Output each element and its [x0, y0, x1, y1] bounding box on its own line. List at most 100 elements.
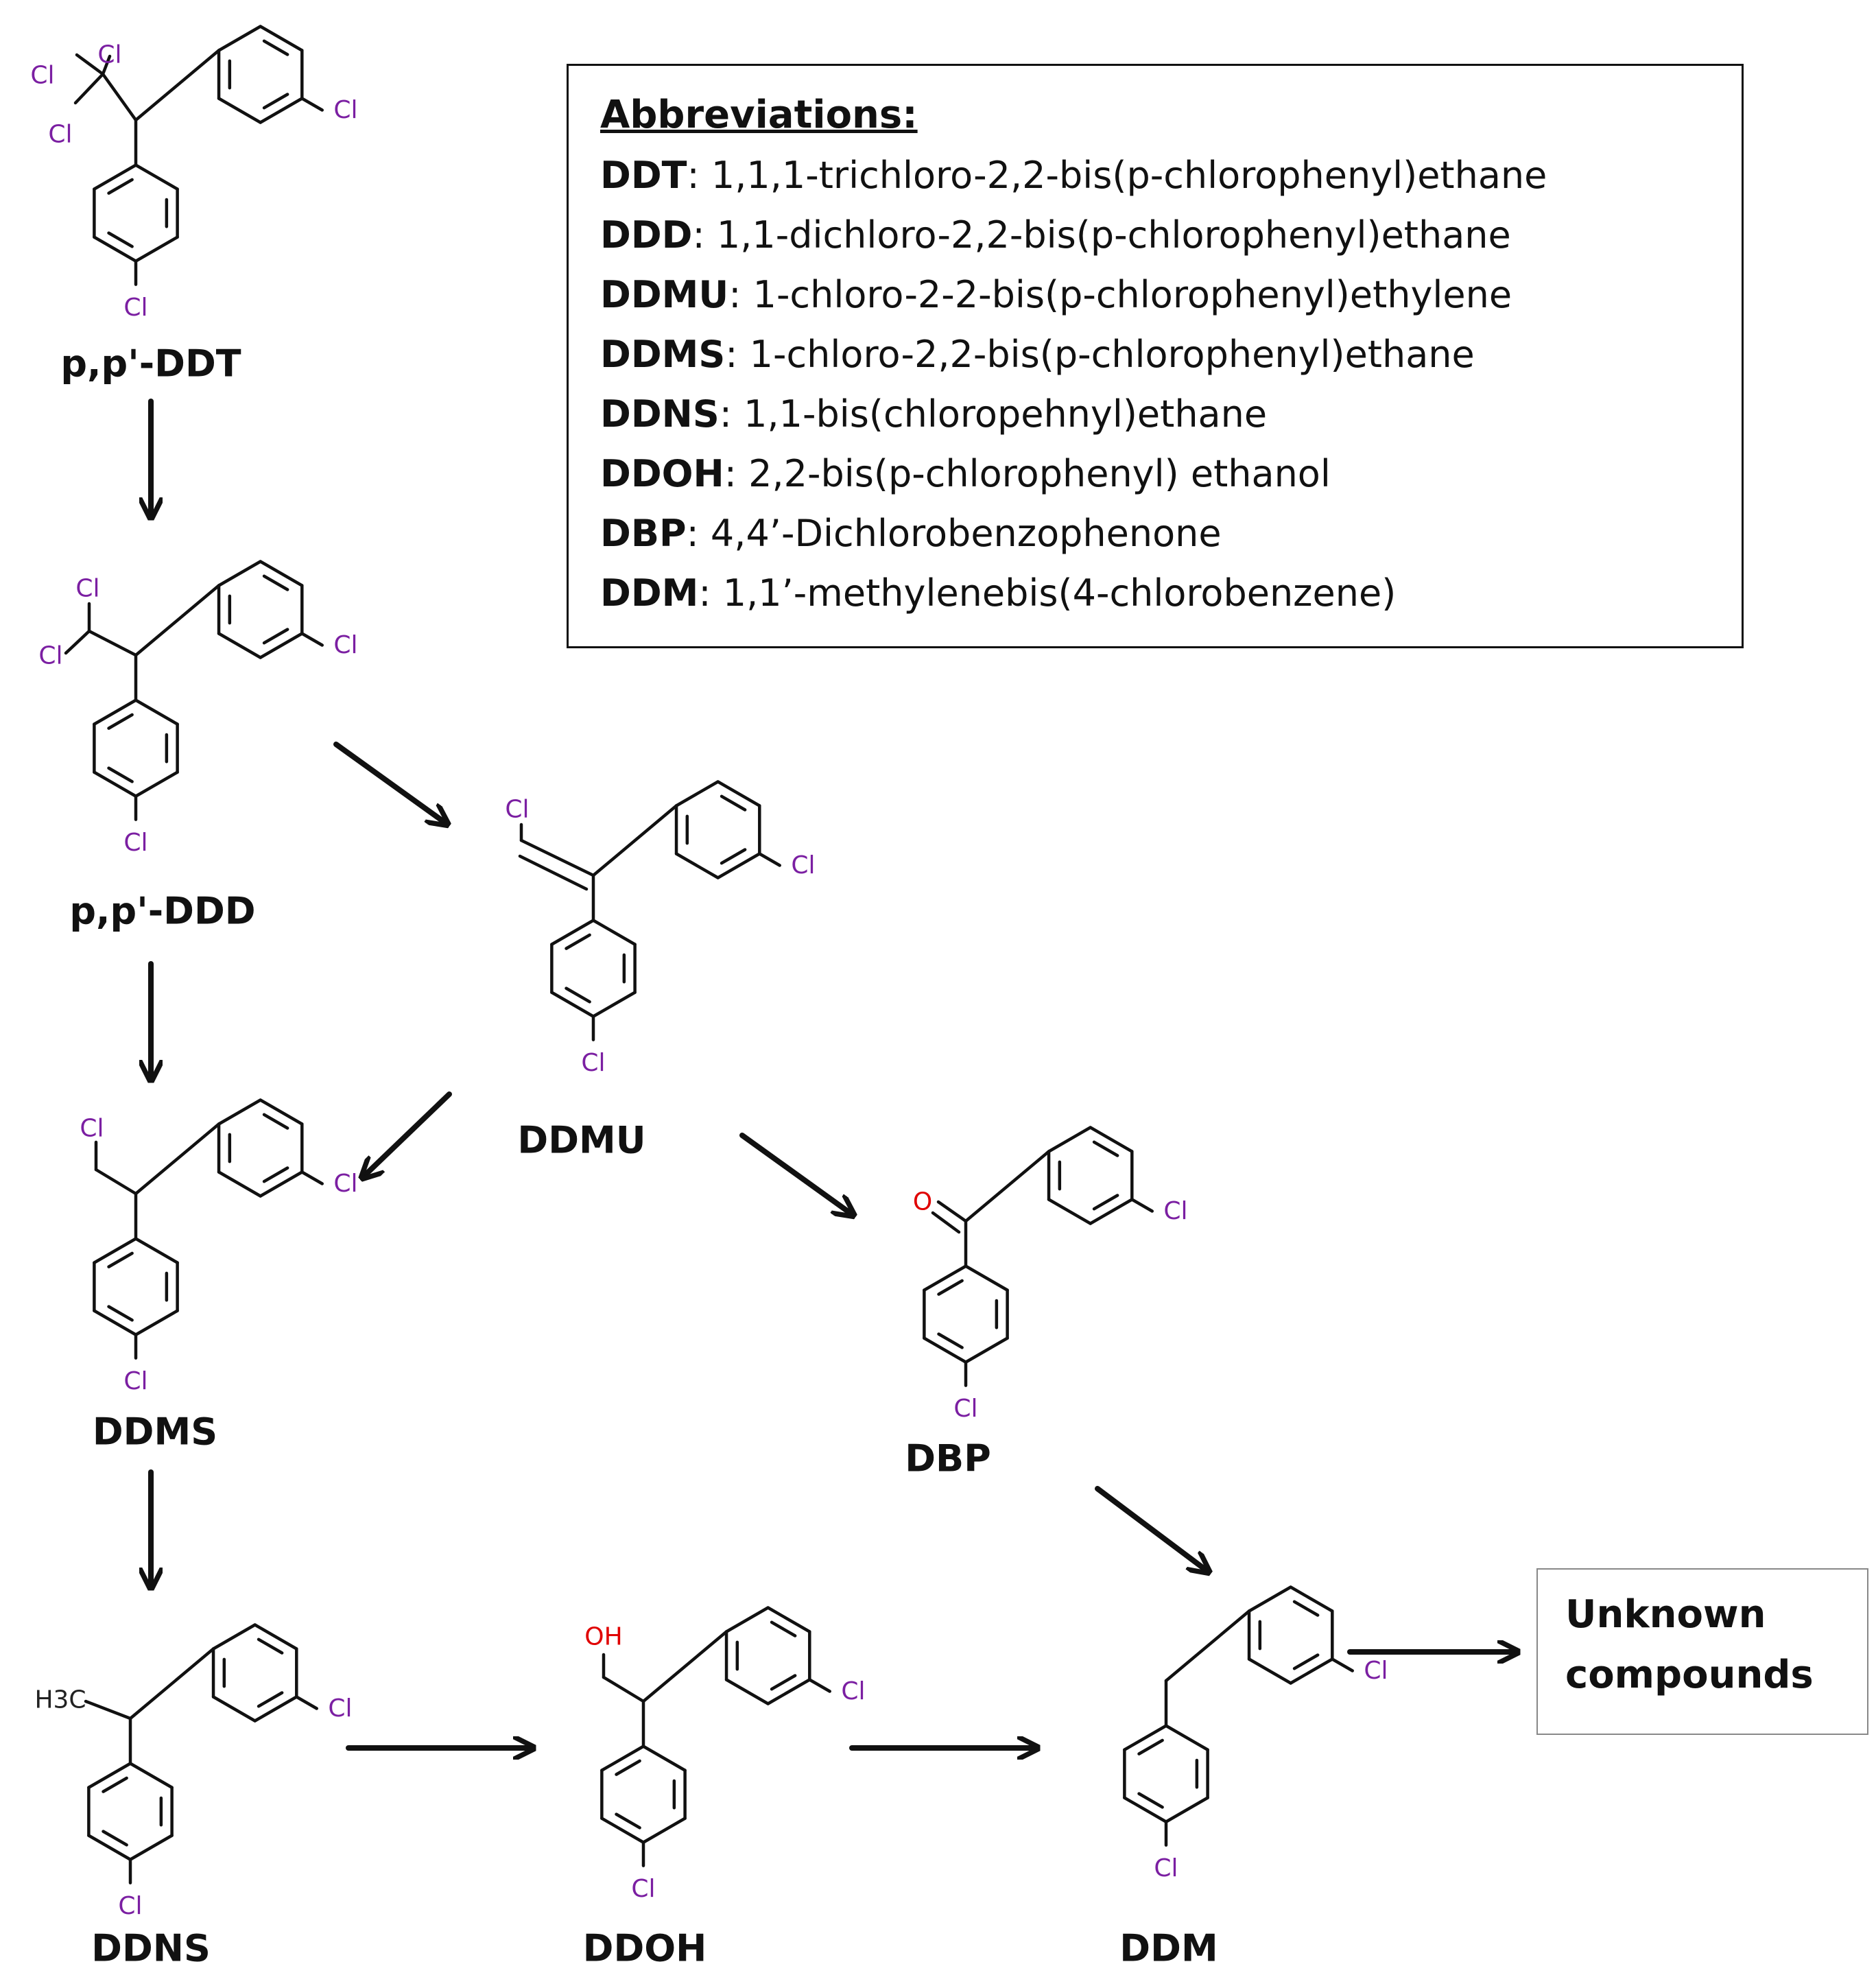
chlorine-atom: Cl	[75, 575, 99, 603]
chlorine-atom: Cl	[1364, 1657, 1388, 1685]
bond-line	[720, 794, 747, 812]
bond-line	[134, 1237, 179, 1264]
bond-line	[93, 698, 138, 726]
abbreviation-key: DDM	[600, 571, 699, 615]
oxygen-atom: O	[913, 1188, 932, 1216]
bond-line	[641, 1630, 728, 1703]
compound-label-ddms: DDMS	[93, 1410, 217, 1454]
unknown-compounds-label: Unknown compounds	[1565, 1592, 1814, 1697]
chlorine-atom: Cl	[118, 1892, 142, 1920]
bond-line	[600, 1817, 645, 1844]
chlorine-atom: Cl	[505, 796, 529, 824]
bond-line	[1047, 1198, 1092, 1225]
abbreviation-text: 1,1,1-trichloro-2,2-bis(p-chlorophenyl)e…	[711, 154, 1547, 197]
bond-line	[102, 1776, 128, 1793]
bond-line	[134, 235, 179, 263]
bond-line	[937, 1279, 964, 1296]
bond-line	[758, 852, 781, 867]
bond-line	[107, 713, 134, 730]
bond-line	[600, 1745, 645, 1772]
reaction-arrow	[739, 1133, 852, 1214]
bond-line	[641, 1745, 687, 1772]
chlorine-atom: Cl	[333, 631, 357, 659]
compound-label-ddm: DDM	[1119, 1927, 1218, 1970]
bond-line	[1123, 1724, 1168, 1751]
bond-line	[134, 163, 179, 191]
bond-line	[724, 1606, 770, 1633]
bond-line	[519, 838, 595, 877]
bond-line	[253, 1695, 298, 1723]
abbreviation-row: DDMU: 1-chloro-2-2-bis(p-chlorophenyl)et…	[600, 273, 1512, 316]
bond-line	[211, 1695, 257, 1723]
bond-line	[565, 986, 591, 1004]
bond-line	[1137, 1738, 1164, 1756]
abbreviation-key: DBP	[600, 512, 687, 555]
bond-line	[217, 632, 262, 659]
bond-line	[107, 231, 134, 248]
bond-line	[936, 1200, 968, 1223]
bond-line	[720, 848, 747, 865]
chlorine-atom: Cl	[333, 96, 357, 124]
chlorine-atom: Cl	[123, 829, 147, 857]
bond-line	[87, 1762, 132, 1789]
abbreviation-row: DDOH: 2,2-bis(p-chlorophenyl) ethanol	[600, 452, 1331, 495]
bond-line	[591, 804, 678, 877]
chlorine-atom: Cl	[123, 1367, 147, 1395]
abbreviation-text: 1,1-bis(chloropehnyl)ethane	[744, 392, 1268, 436]
bond-line	[73, 72, 105, 105]
bond-line	[101, 72, 138, 122]
abbreviation-key: DDMS	[600, 333, 726, 376]
abbreviation-text: 4,4’-Dichlorobenzophenone	[710, 512, 1222, 555]
bond-line	[101, 54, 112, 76]
bond-line	[134, 770, 179, 798]
compound-label-ddoh: DDOH	[583, 1927, 707, 1970]
bond-line	[1130, 1198, 1154, 1213]
bond-line	[550, 991, 595, 1018]
bond-line	[923, 1336, 968, 1364]
bond-line	[107, 1251, 134, 1268]
bond-line	[964, 1150, 1051, 1223]
bond-line	[93, 235, 138, 263]
bond-line	[716, 852, 761, 879]
bond-line	[217, 97, 262, 124]
bond-line	[1331, 1657, 1354, 1672]
bond-line	[770, 1674, 797, 1691]
bond-line	[1247, 1657, 1292, 1685]
bond-line	[134, 1122, 221, 1196]
bond-line	[93, 163, 138, 191]
bond-line	[87, 1834, 132, 1861]
reaction-arrow	[1095, 1486, 1207, 1571]
bond-line	[259, 632, 304, 659]
chlorine-atom: Cl	[123, 294, 147, 322]
bond-line	[1289, 1657, 1334, 1685]
abbreviation-row: DDT: 1,1,1-trichloro-2,2-bis(p-chlorophe…	[600, 154, 1547, 197]
bond-line	[615, 1812, 641, 1830]
bond-line	[257, 1691, 284, 1708]
bond-line	[128, 1647, 215, 1721]
bond-line	[262, 574, 289, 591]
bond-line	[84, 1699, 132, 1721]
bond-line	[134, 1309, 179, 1336]
bond-line	[253, 1623, 298, 1651]
bond-line	[107, 1305, 134, 1322]
bond-line	[964, 1336, 1009, 1364]
bond-line	[211, 1623, 257, 1651]
compound-label-ddt: p,p'-DDT	[60, 342, 241, 386]
chlorine-atom: Cl	[841, 1677, 865, 1705]
chlorine-atom: Cl	[328, 1694, 352, 1723]
abbreviation-row: DDM: 1,1’-methylenebis(4-chlorobenzene)	[600, 571, 1397, 615]
abbreviation-row: DDD: 1,1-dichloro-2,2-bis(p-chlorophenyl…	[600, 213, 1511, 257]
bond-line	[134, 49, 221, 122]
abbreviation-key: DDT	[600, 154, 687, 197]
bond-line	[766, 1606, 811, 1633]
chlorine-atom: Cl	[631, 1875, 655, 1903]
bond-line	[134, 584, 221, 657]
bond-line	[93, 1237, 138, 1264]
bond-line	[259, 1170, 304, 1198]
bond-line	[674, 780, 720, 807]
bond-line	[1137, 1792, 1164, 1809]
